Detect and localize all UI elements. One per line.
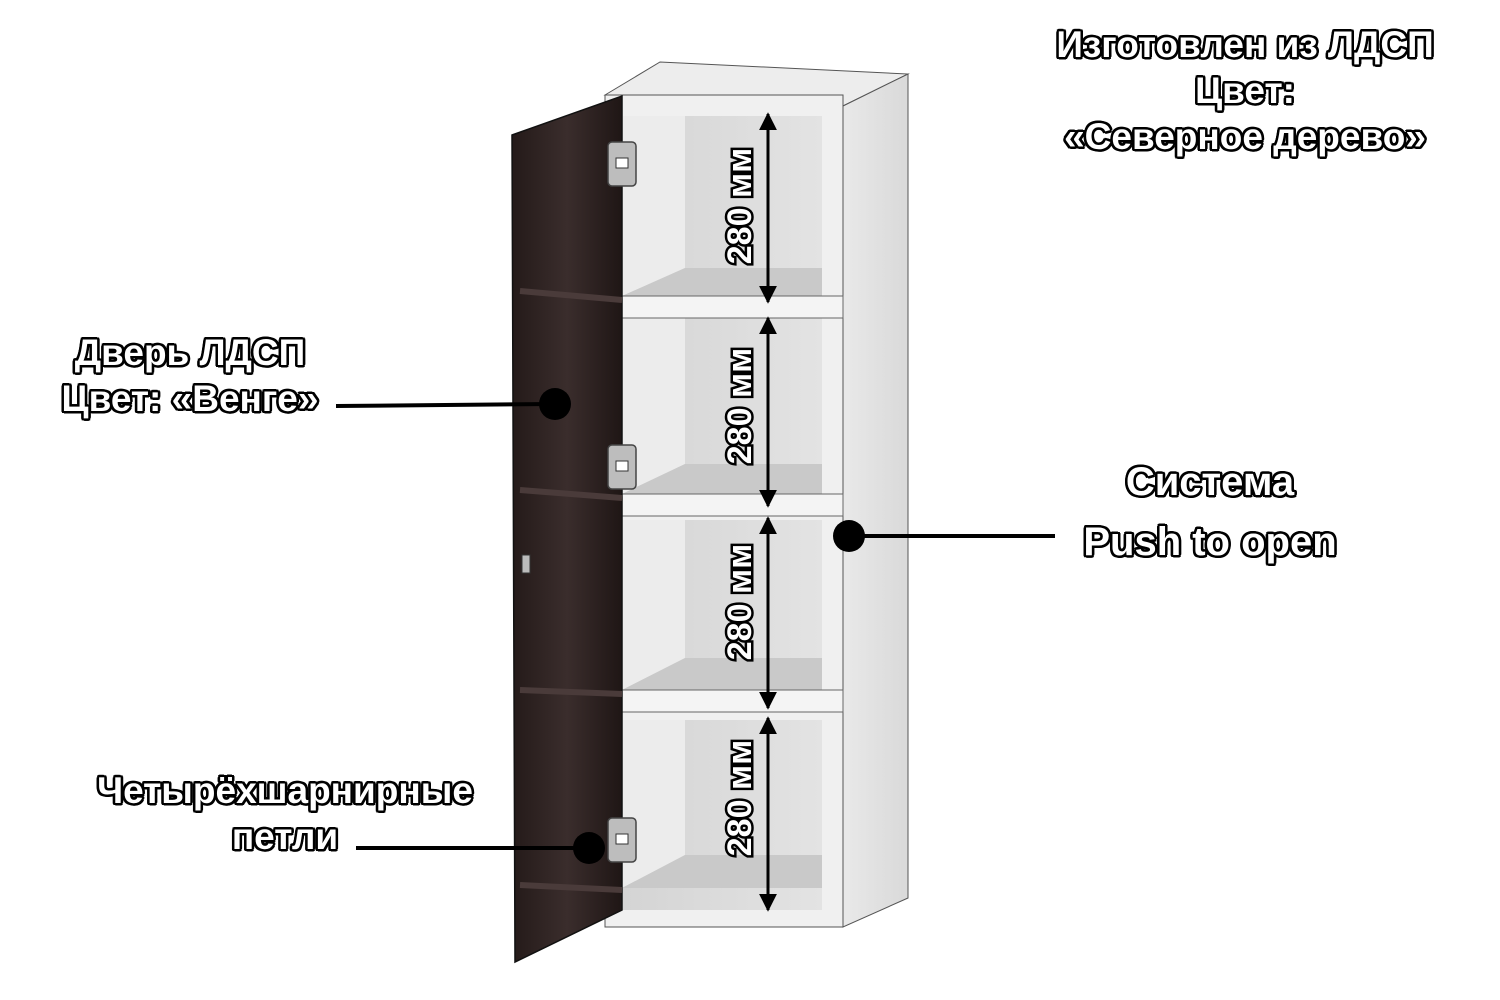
callout-material-line3: «Северное дерево» [1064, 116, 1426, 157]
callout-system-line2: Push to open [1083, 520, 1337, 564]
callout-door: Дверь ЛДСП Цвет: «Венге» [40, 330, 340, 422]
callout-material-line2: Цвет: [1195, 70, 1295, 111]
callout-material-line1: Изготовлен из ЛДСП [1056, 24, 1434, 65]
callout-system: Система Push to open [1060, 452, 1360, 572]
leader-dot-hinges [573, 832, 605, 864]
callout-hinges-line1: Четырёхшарнирные [97, 770, 473, 811]
compartment-3 [622, 520, 822, 700]
leader-dot-door [539, 388, 571, 420]
callout-hinges: Четырёхшарнирные петли [60, 768, 510, 860]
dimension-label-2: 280 мм [721, 348, 759, 464]
callout-door-line2: Цвет: «Венге» [61, 378, 319, 419]
dimension-label-4: 280 мм [721, 740, 759, 856]
dimension-label-1: 280 мм [721, 148, 759, 264]
callout-door-line1: Дверь ЛДСП [74, 332, 306, 373]
hinge-bottom-icon [607, 817, 637, 863]
leader-line-door [335, 402, 553, 408]
dimension-label-3: 280 мм [721, 544, 759, 660]
cabinet-right-side [842, 73, 909, 928]
callout-system-line1: Система [1125, 460, 1295, 504]
shelf-3 [604, 689, 844, 713]
compartment-1 [622, 116, 822, 296]
shelf-2 [604, 493, 844, 517]
door [511, 94, 623, 964]
hinge-middle-icon [607, 444, 637, 490]
hinge-top-icon [607, 141, 637, 187]
leader-dot-system [833, 520, 865, 552]
shelf-1 [604, 295, 844, 319]
callout-material: Изготовлен из ЛДСП Цвет: «Северное дерев… [1040, 22, 1450, 160]
callout-hinges-line2: петли [231, 816, 339, 857]
push-latch [521, 554, 531, 574]
compartment-4 [622, 720, 822, 910]
